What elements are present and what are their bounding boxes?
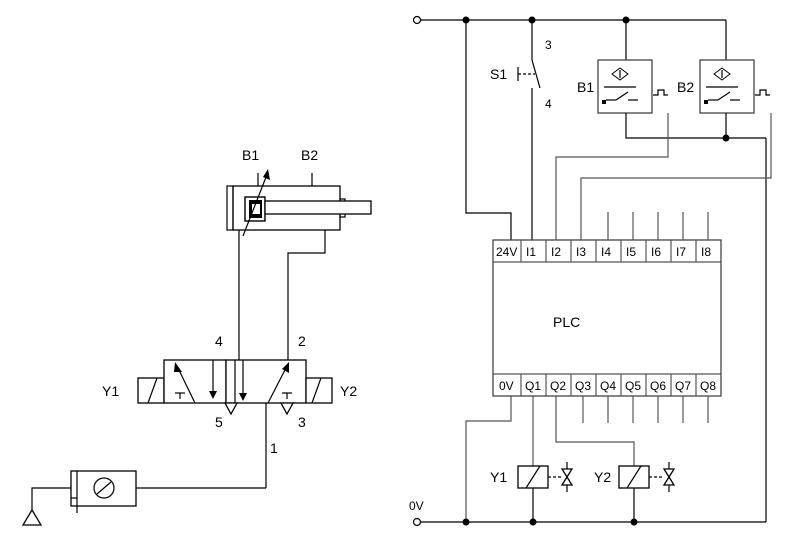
ground-rail-label: 0V [409,499,424,513]
plc-output-0v: 0V [499,379,514,393]
proximity-sensor-b2 [699,59,770,114]
plc-input-i6: I6 [651,245,661,259]
electrical-circuit: S1 3 4 B1 B2 [409,15,772,527]
sensor-b1-label: B1 [242,147,259,163]
air-source-icon [21,508,43,526]
switch-pin-4: 4 [545,97,552,111]
switch-s1-label: S1 [490,66,507,82]
solenoid-y2-label: Y2 [340,383,357,399]
plc-output-q1: Q1 [525,379,541,393]
plc-output-q6: Q6 [650,379,666,393]
port-3-label: 3 [298,414,306,430]
plc-input-i5: I5 [626,245,636,259]
plc-output-q4: Q4 [600,379,616,393]
plc-input-i3: I3 [576,245,586,259]
prox-b2-label: B2 [677,79,694,95]
plc-input-i1: I1 [526,245,536,259]
port-5-label: 5 [215,414,223,430]
plc-output-q7: Q7 [675,379,691,393]
coil-y1 [517,462,574,522]
plc-output-q3: Q3 [575,379,591,393]
plc-label: PLC [553,314,580,330]
port-2-label: 2 [298,333,306,349]
switch-pin-3: 3 [545,38,552,52]
coil-y2 [618,462,676,522]
directional-valve-5-2 [137,359,333,488]
prox-b1-label: B1 [577,79,594,95]
pneumatic-circuit: B1 B2 [21,147,372,526]
plc-unit [492,212,722,423]
plc-input-24v: 24V [496,245,517,259]
coil-y1-label: Y1 [490,469,507,485]
switch-s1 [517,20,541,240]
double-acting-cylinder [226,169,372,237]
port-1-label: 1 [270,440,278,456]
sensor-b2-label: B2 [301,147,318,163]
plc-input-i2: I2 [551,245,561,259]
proximity-sensor-b1 [597,59,668,114]
solenoid-y1-label: Y1 [102,383,119,399]
plc-input-i7: I7 [676,245,686,259]
filter-regulator-unit [70,470,137,513]
port-4-label: 4 [215,333,223,349]
plc-output-q5: Q5 [625,379,641,393]
plc-output-q8: Q8 [700,379,716,393]
plc-input-i8: I8 [701,245,711,259]
coil-y2-label: Y2 [594,469,611,485]
plc-input-i4: I4 [601,245,611,259]
plc-output-q2: Q2 [550,379,566,393]
